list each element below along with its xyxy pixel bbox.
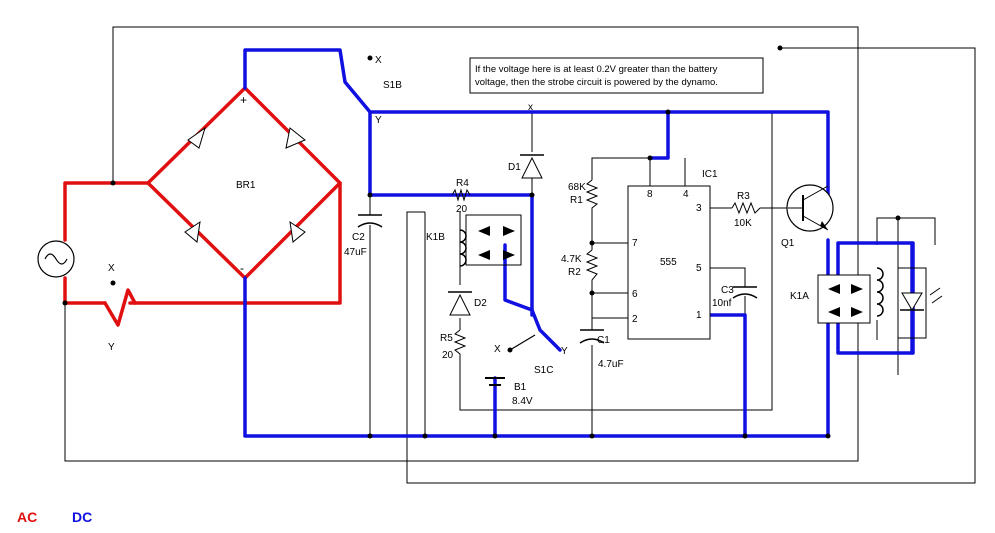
- k1b-relay: [459, 214, 522, 267]
- s1b-x-label: X: [375, 55, 382, 66]
- note-line-1: If the voltage here is at least 0.2V gre…: [475, 64, 718, 75]
- c3-value-label: 10nf: [712, 298, 732, 309]
- pin6-label: 6: [632, 289, 638, 300]
- r2-name-label: R2: [568, 267, 581, 278]
- bridge-diodes: [184, 126, 306, 243]
- r1-value-label: 68K: [568, 182, 586, 193]
- ac-switch-y-label: Y: [108, 342, 115, 353]
- ic1-label: IC1: [702, 169, 718, 180]
- pin3-label: 3: [696, 203, 702, 214]
- ac-switch-x-label: X: [108, 263, 115, 274]
- k1a-relay: [817, 267, 884, 324]
- br1-minus-label: -: [240, 261, 244, 275]
- legend-ac: AC: [17, 509, 37, 525]
- k1b-label: K1B: [426, 232, 445, 243]
- c2-name-label: C2: [352, 232, 365, 243]
- s1b-y-label: Y: [375, 115, 382, 126]
- c2-capacitor: [357, 214, 383, 228]
- c1-name-label: C1: [597, 335, 610, 346]
- d1-diode: [520, 154, 544, 179]
- pin8-label: 8: [647, 189, 653, 200]
- b1-value-label: 8.4V: [512, 396, 533, 407]
- c1-value-label: 4.7uF: [598, 359, 624, 370]
- c1-capacitor: [579, 329, 605, 344]
- dc-wiring: [243, 48, 915, 438]
- c2-value-label: 47uF: [344, 247, 367, 258]
- d2-diode: [448, 291, 472, 316]
- r1-name-label: R1: [570, 195, 583, 206]
- ac-source-symbol: [37, 240, 75, 278]
- k1a-label: K1A: [790, 291, 809, 302]
- c3-capacitor: [732, 286, 758, 299]
- r2-value-label: 4.7K: [561, 254, 582, 265]
- r3-value-label: 10K: [734, 218, 752, 229]
- s1c-y-label: Y: [561, 346, 568, 357]
- b1-battery: [485, 377, 505, 386]
- ac-wiring: [63, 86, 342, 327]
- r5-value-label: 20: [442, 350, 454, 361]
- s1c-switch: [507, 334, 536, 353]
- s1b-name-label: S1B: [383, 80, 402, 91]
- note-pointer-mark: x: [528, 102, 533, 113]
- pin4-label: 4: [683, 189, 689, 200]
- q1-transistor: [786, 184, 834, 232]
- pin1-label: 1: [696, 310, 702, 321]
- ic-type-label: 555: [660, 257, 677, 268]
- pin2-label: 2: [632, 314, 638, 325]
- voltage-note: If the voltage here is at least 0.2V gre…: [469, 57, 764, 94]
- r4-name-label: R4: [456, 178, 469, 189]
- note-line-2: voltage, then the strobe circuit is powe…: [475, 77, 718, 88]
- q1-label: Q1: [781, 238, 795, 249]
- pin5-label: 5: [696, 263, 702, 274]
- br1-label: BR1: [236, 180, 256, 191]
- d1-label: D1: [508, 162, 521, 173]
- c3-name-label: C3: [721, 285, 734, 296]
- ic1-body: [627, 185, 711, 340]
- legend-dc: DC: [72, 509, 92, 525]
- r5-name-label: R5: [440, 333, 453, 344]
- r3-name-label: R3: [737, 191, 750, 202]
- junction-dots: [62, 45, 901, 439]
- b1-name-label: B1: [514, 382, 527, 393]
- d2-label: D2: [474, 298, 487, 309]
- s1c-x-label: X: [494, 344, 501, 355]
- r4-value-label: 20: [456, 204, 468, 215]
- br1-plus-label: +: [240, 93, 247, 107]
- pin7-label: 7: [632, 238, 638, 249]
- s1c-name-label: S1C: [534, 365, 553, 376]
- led-symbol: [897, 267, 943, 339]
